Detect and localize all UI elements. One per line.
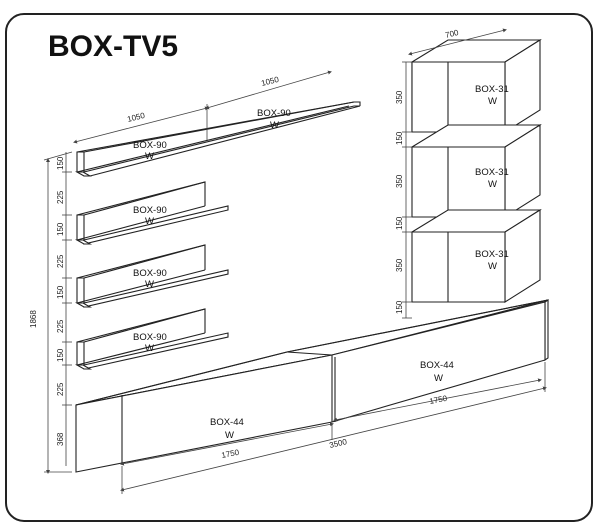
- dim-top-left: 1050: [126, 111, 146, 124]
- cabinet-31-top-w: W: [488, 96, 497, 107]
- shelf-2-label: BOX-90: [133, 205, 167, 216]
- diagram-title: BOX-TV5: [48, 30, 178, 63]
- shelf-top-right-label: BOX-90: [257, 108, 291, 119]
- dim-top-right: 1050: [260, 75, 280, 88]
- shelf-3-label: BOX-90: [133, 268, 167, 279]
- dim-bottom-total: 3500: [328, 437, 348, 450]
- shelf-3: BOX-90 W: [74, 244, 229, 308]
- dim-left-225-c: 225: [56, 319, 65, 333]
- cabinet-31-middle-w: W: [488, 179, 497, 190]
- shelf-3-w: W: [145, 279, 154, 290]
- cabinet-31-top: BOX-31 W: [410, 39, 542, 133]
- dim-cab31-gap-b: 150: [395, 216, 404, 230]
- base-cabinet-left-w: W: [225, 430, 234, 441]
- dim-cab31-width-text: 700: [444, 28, 460, 40]
- cabinet-31-bottom: BOX-31 W: [410, 209, 542, 303]
- shelf-top-label: BOX-90: [133, 140, 167, 151]
- dim-cab31-width: 700: [408, 28, 507, 56]
- dim-cab31-gap-c: 150: [395, 300, 404, 314]
- dim-left: 1868 150 225 150 225 150 225 150 225 368: [29, 151, 73, 474]
- dim-left-225-b: 225: [56, 254, 65, 268]
- dim-left-225-d: 225: [56, 382, 65, 396]
- shelf-4-label: BOX-90: [133, 332, 167, 343]
- shelf-top: BOX-90 W BOX-90 W: [74, 101, 361, 177]
- cabinet-31-top-label: BOX-31: [475, 84, 509, 95]
- dim-cab31-gap-a: 150: [395, 131, 404, 145]
- base-cabinet-left-label: BOX-44: [210, 417, 244, 428]
- dim-left-368: 368: [56, 432, 65, 446]
- shelf-4-w: W: [145, 343, 154, 354]
- cabinet-31-bottom-label: BOX-31: [475, 249, 509, 260]
- dim-left-150-a: 150: [56, 156, 65, 170]
- cabinet-31-middle: BOX-31 W: [410, 124, 542, 218]
- dim-left-150-b: 150: [56, 222, 65, 236]
- base-cabinet-right-w: W: [434, 373, 443, 384]
- cabinet-31-middle-label: BOX-31: [475, 167, 509, 178]
- dim-left-150-d: 150: [56, 348, 65, 362]
- shelf-4: BOX-90 W: [74, 308, 229, 370]
- dim-top-widths: 1050 1050: [73, 70, 332, 144]
- shelf-top-w: W: [145, 151, 154, 162]
- dim-left-total: 1868: [29, 310, 38, 328]
- shelf-2: BOX-90 W: [74, 181, 229, 245]
- dim-bottom-right: 1750: [429, 394, 449, 406]
- dim-cab31-h-a: 350: [395, 90, 404, 104]
- dim-left-225-a: 225: [56, 190, 65, 204]
- base-cabinet-right-label: BOX-44: [420, 360, 454, 371]
- base-cabinet: BOX-44 W BOX-44 W: [75, 298, 549, 473]
- dim-bottom-left: 1750: [221, 448, 241, 460]
- dim-bottom: 1750 1750 3500: [120, 362, 547, 494]
- dim-cab31-h-c: 350: [395, 258, 404, 272]
- dim-cab31-h-b: 350: [395, 174, 404, 188]
- cabinet-31-bottom-w: W: [488, 261, 497, 272]
- dim-cab31-heights: 350 150 350 150 350 150: [395, 61, 412, 319]
- dim-left-150-c: 150: [56, 285, 65, 299]
- diagram-frame: [5, 13, 593, 522]
- shelf-2-w: W: [145, 216, 154, 227]
- shelf-top-right-w: W: [270, 120, 279, 131]
